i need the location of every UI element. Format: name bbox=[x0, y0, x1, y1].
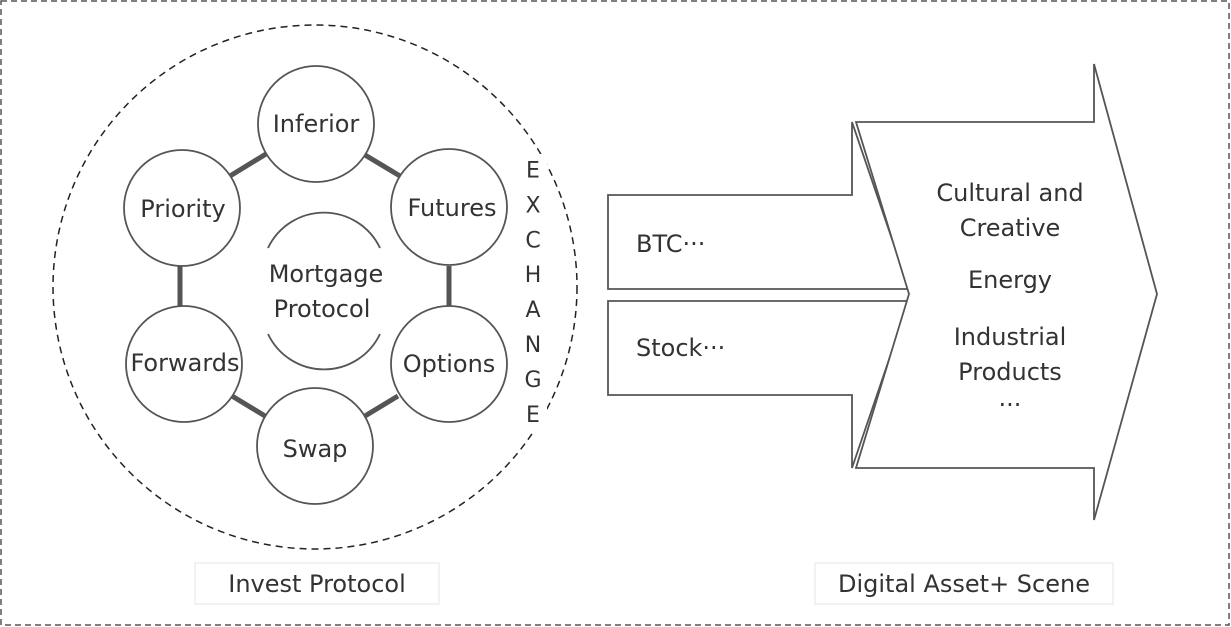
exchange-letter: N bbox=[525, 333, 541, 358]
exchange-letter: G bbox=[524, 368, 541, 393]
invest-protocol-caption-box bbox=[194, 562, 440, 605]
scene-cultural-line2: Creative bbox=[960, 214, 1061, 242]
btc-label: BTC··· bbox=[636, 230, 705, 258]
center-label-line2: Protocol bbox=[274, 295, 371, 323]
scene-industrial-line2: Products bbox=[958, 358, 1062, 386]
node-inferior-label: Inferior bbox=[273, 110, 360, 138]
protocol-boundary-circle bbox=[52, 24, 578, 550]
node-priority bbox=[123, 149, 241, 267]
digital-asset-scene-caption: Digital Asset+ Scene bbox=[838, 570, 1090, 598]
exchange-backdrop bbox=[519, 154, 547, 430]
node-connectors bbox=[177, 151, 452, 419]
mortgage-bottom-arc bbox=[267, 333, 381, 371]
exchange-letter: A bbox=[525, 298, 540, 323]
stock-label: Stock··· bbox=[636, 334, 725, 362]
connector-inferior-futures bbox=[363, 152, 402, 179]
scene-energy: Energy bbox=[968, 266, 1052, 294]
node-swap bbox=[256, 387, 374, 505]
exchange-letter: E bbox=[526, 159, 540, 184]
mortgage-protocol-shape bbox=[267, 211, 381, 371]
node-futures bbox=[390, 148, 508, 266]
scene-arrow bbox=[854, 63, 1158, 521]
node-priority-label: Priority bbox=[140, 195, 225, 223]
node-options-label: Options bbox=[403, 350, 496, 378]
node-futures-label: Futures bbox=[408, 194, 497, 222]
mortgage-top-arc bbox=[267, 211, 381, 249]
btc-arrow bbox=[607, 121, 911, 290]
center-label-line1: Mortgage bbox=[269, 260, 384, 288]
connector-forwards-swap bbox=[230, 393, 267, 419]
connector-priority-inferior bbox=[228, 151, 268, 179]
exchange-letter: C bbox=[525, 228, 540, 253]
node-options bbox=[390, 305, 508, 423]
invest-protocol-caption: Invest Protocol bbox=[228, 570, 406, 598]
connector-options-swap bbox=[363, 393, 400, 419]
digital-asset-scene-caption-box bbox=[814, 562, 1114, 605]
scene-more: ··· bbox=[999, 391, 1022, 419]
scene-cultural-line1: Cultural and bbox=[936, 179, 1083, 207]
node-inferior bbox=[257, 65, 375, 183]
node-swap-label: Swap bbox=[283, 435, 348, 463]
node-forwards-label: Forwards bbox=[130, 349, 239, 377]
exchange-letter: E bbox=[526, 403, 540, 428]
exchange-letter: H bbox=[525, 263, 542, 288]
stock-arrow bbox=[607, 300, 911, 469]
scene-industrial-line1: Industrial bbox=[954, 323, 1067, 351]
node-forwards bbox=[125, 305, 243, 423]
exchange-letter: X bbox=[525, 193, 540, 218]
